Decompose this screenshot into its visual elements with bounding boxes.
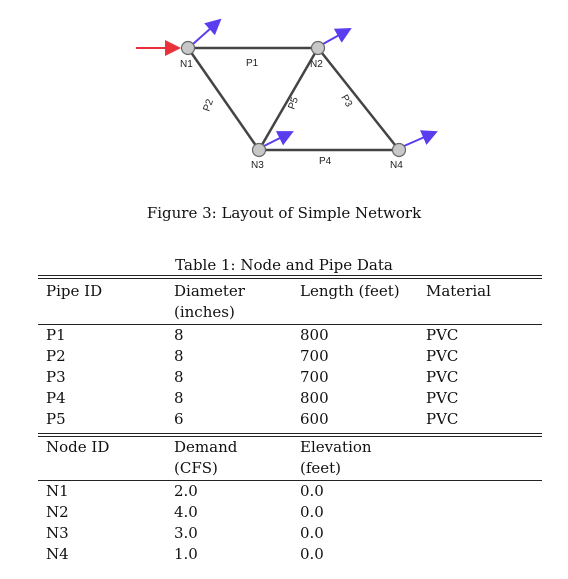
table-title: Table 1: Node and Pipe Data — [175, 256, 393, 274]
pipe-material: PVC — [426, 326, 459, 344]
pipe-label-p4: P4 — [319, 156, 332, 167]
node-demand: 3.0 — [174, 524, 198, 542]
node-label-n2: N2 — [310, 59, 323, 70]
outflow-arrow-n2 — [322, 28, 352, 45]
node-elevation: 0.0 — [300, 503, 324, 521]
node-demand: 1.0 — [174, 545, 198, 563]
node-id: N4 — [46, 545, 69, 563]
pipe-length: 700 — [300, 368, 329, 386]
outflow-arrow-n1 — [192, 18, 222, 45]
node-demand: 2.0 — [174, 482, 198, 500]
pipe-diameter: 8 — [174, 389, 184, 407]
pipe-p5 — [257, 47, 320, 151]
pipe-id: P3 — [46, 368, 66, 386]
node-n4 — [391, 142, 407, 158]
pipe-label-p2: P2 — [201, 97, 216, 113]
header-material: Material — [426, 282, 491, 300]
pipe-material: PVC — [426, 368, 459, 386]
pipe-id: P4 — [46, 389, 66, 407]
node-n2 — [310, 40, 326, 56]
figure-caption: Figure 3: Layout of Simple Network — [146, 204, 422, 222]
outflow-arrow-n3 — [263, 131, 294, 147]
header-elevation: Elevation — [300, 438, 372, 456]
table-top-rule — [38, 275, 542, 276]
pipe-p2 — [186, 47, 261, 151]
pipe-label-p1: P1 — [246, 58, 259, 69]
node-elevation: 0.0 — [300, 482, 324, 500]
outflow-arrow-n4 — [403, 130, 438, 147]
node-label-n4: N4 — [390, 160, 403, 171]
node-id: N2 — [46, 503, 69, 521]
pipe-p3 — [317, 47, 400, 151]
header-pipe-id: Pipe ID — [46, 282, 103, 300]
header-demand: Demand — [174, 438, 238, 456]
pipe-material: PVC — [426, 389, 459, 407]
node-elevation: 0.0 — [300, 545, 324, 563]
pipe-diameter: 6 — [174, 410, 184, 428]
header-diameter: Diameter — [174, 282, 245, 300]
header-length: Length (feet) — [300, 282, 400, 300]
pipe-diameter: 8 — [174, 326, 184, 344]
network-diagram: N1 N2 N3 N4 P1 P2 P5 P3 P4 — [136, 18, 438, 171]
pipe-material: PVC — [426, 410, 459, 428]
header-demand-unit: (CFS) — [174, 459, 218, 477]
pipe-label-p5: P5 — [286, 95, 301, 111]
pipe-header-rule — [38, 324, 542, 325]
section-rule — [38, 433, 542, 434]
node-elevation: 0.0 — [300, 524, 324, 542]
pipe-diameter: 8 — [174, 368, 184, 386]
pipe-id: P1 — [46, 326, 66, 344]
node-id: N3 — [46, 524, 69, 542]
node-demand: 4.0 — [174, 503, 198, 521]
pipe-diameter: 8 — [174, 347, 184, 365]
pipe-id: P5 — [46, 410, 66, 428]
node-header-rule — [38, 480, 542, 481]
pipe-length: 600 — [300, 410, 329, 428]
table-top-rule-2 — [38, 278, 542, 279]
node-label-n1: N1 — [180, 59, 193, 70]
pipe-id: P2 — [46, 347, 66, 365]
node-label-n3: N3 — [251, 160, 264, 171]
pipe-label-p3: P3 — [338, 93, 354, 109]
node-id: N1 — [46, 482, 69, 500]
node-n1 — [180, 40, 196, 56]
header-node-id: Node ID — [46, 438, 110, 456]
node-n3 — [251, 142, 267, 158]
header-elevation-unit: (feet) — [300, 459, 342, 477]
pipe-material: PVC — [426, 347, 459, 365]
pipe-length: 800 — [300, 326, 329, 344]
pipe-length: 800 — [300, 389, 329, 407]
header-diameter-unit: (inches) — [174, 303, 235, 321]
pipe-length: 700 — [300, 347, 329, 365]
section-rule-2 — [38, 436, 542, 437]
